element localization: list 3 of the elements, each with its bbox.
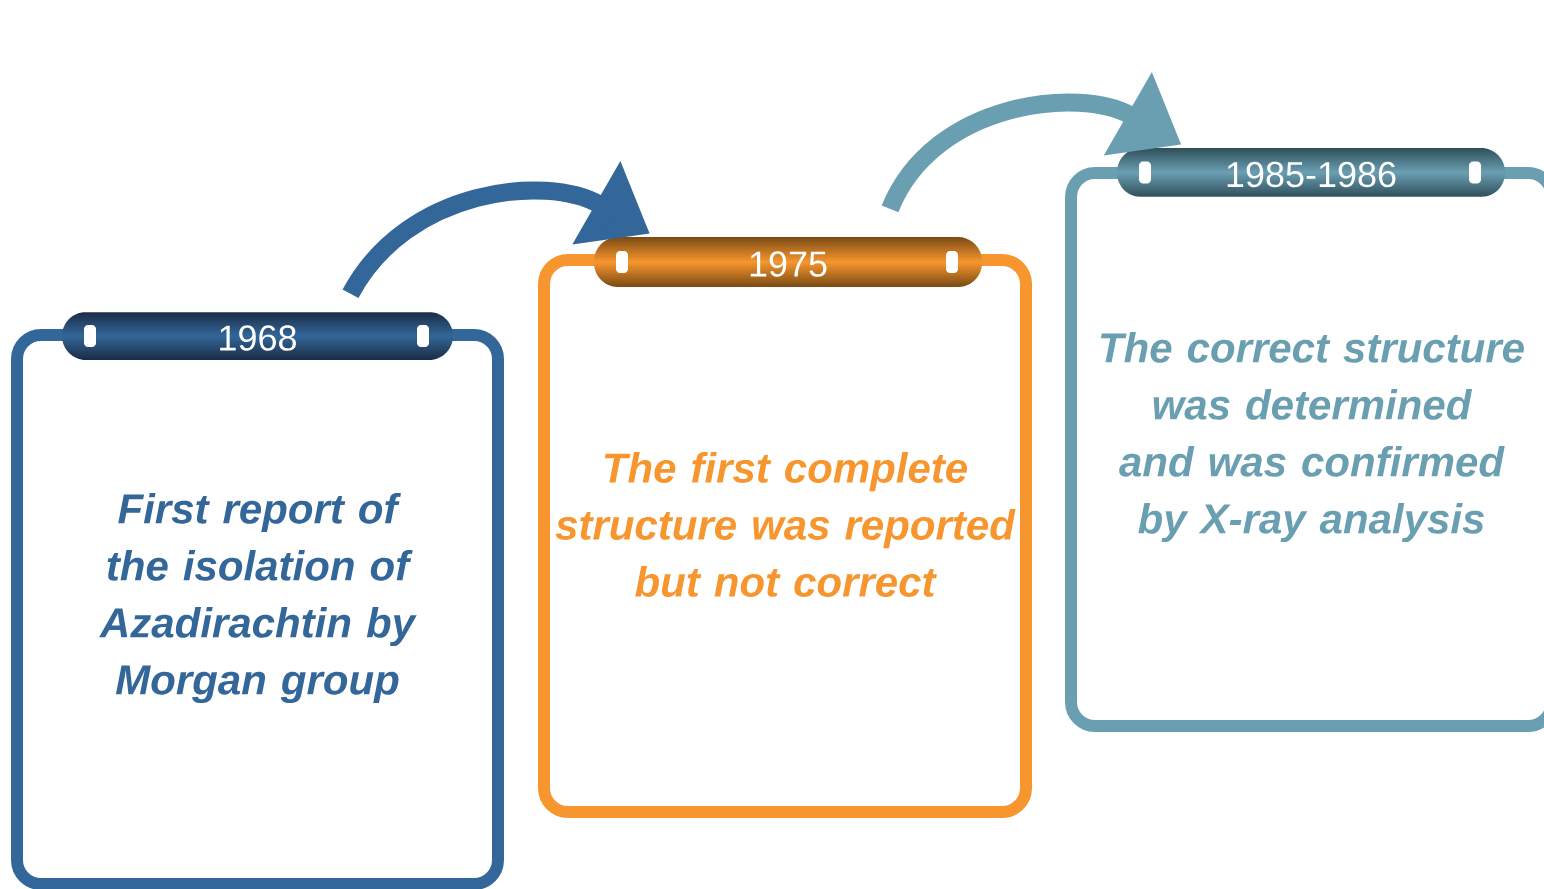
timeline-card: First report of the isolation of Azadirachtin by Morgan group 1968: [11, 312, 504, 889]
timeline-card: The first complete structure was reported but not correct 1975: [538, 237, 1032, 818]
timeline-card: The correct structure was determined and was confirmed by X-ray analysis 1985-1986: [1065, 148, 1544, 732]
